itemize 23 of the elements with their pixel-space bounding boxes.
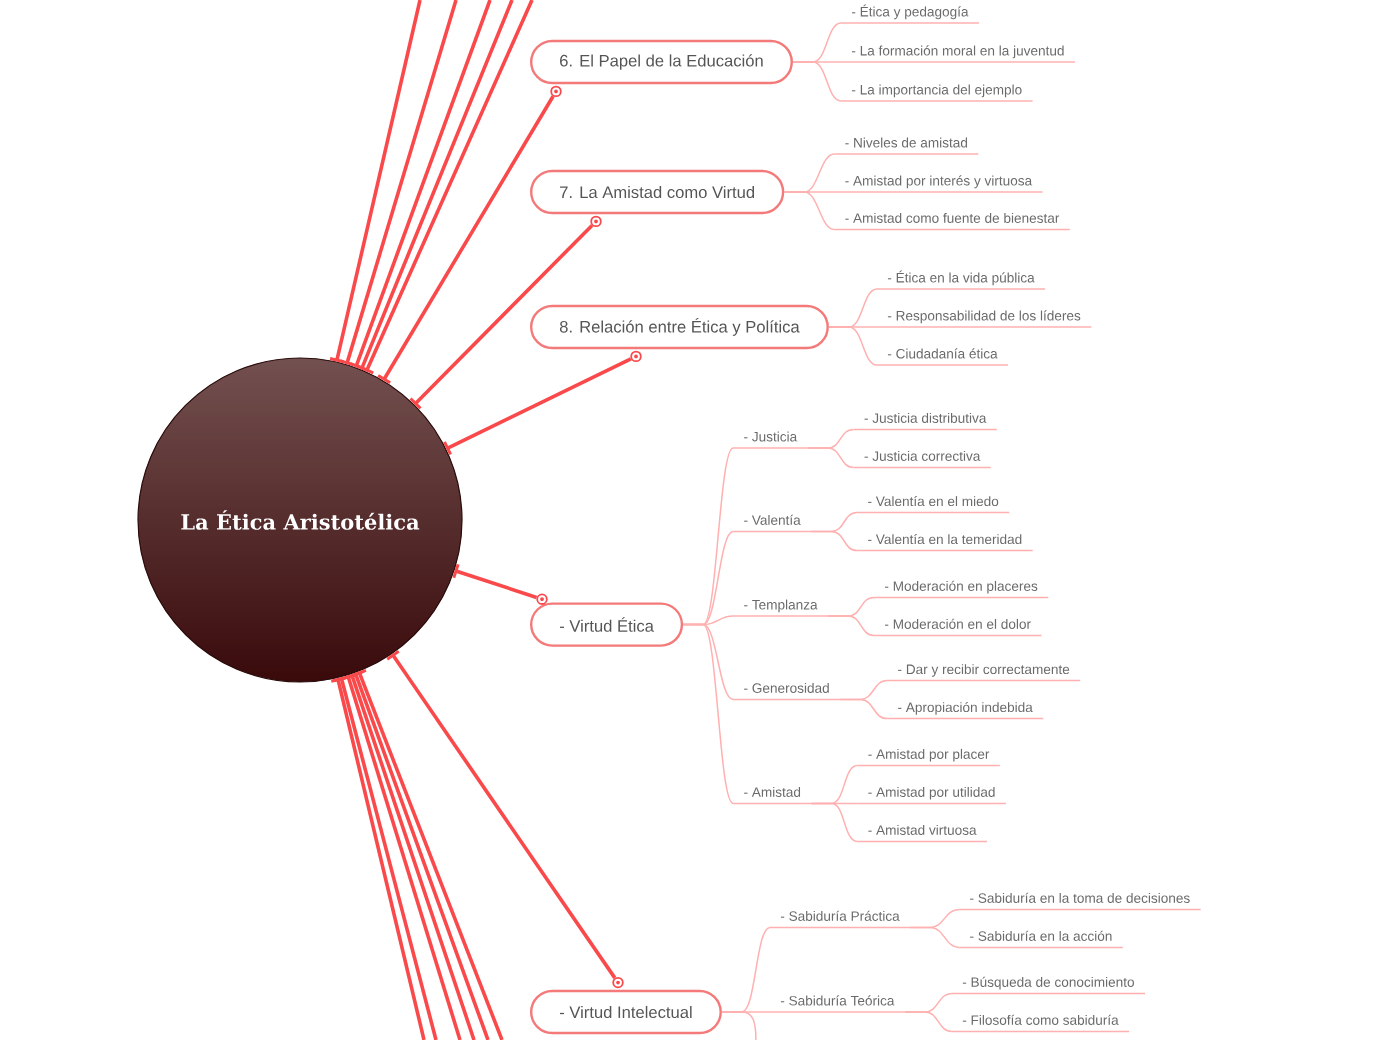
branch-line (827, 615, 875, 637)
connector-line (334, 675, 438, 1040)
connector-line (377, 95, 555, 384)
topic-box: - Virtud Ética (530, 602, 684, 647)
branch-line (904, 1011, 953, 1033)
branch-line (806, 447, 855, 469)
branch-line (792, 61, 842, 102)
topic-box: 7. La Amistad como Virtud (530, 169, 785, 215)
topic-box: 8. Relación entre Ética y Política (530, 304, 829, 350)
branch-line (810, 530, 858, 552)
branch-line (810, 802, 859, 843)
branch-line (721, 1011, 757, 1040)
connector-line (349, 0, 492, 370)
topic-box: 6. El Papel de la Educación (530, 39, 793, 85)
branch-line (682, 623, 734, 805)
connector-line (386, 650, 617, 979)
branch-line (783, 191, 836, 231)
connector-line (409, 224, 594, 410)
topic-box: - Virtud Intelectual (530, 989, 722, 1035)
branch-line (909, 926, 960, 949)
connector-line (340, 0, 458, 367)
branch-line (828, 326, 878, 366)
branch-line (839, 698, 888, 720)
